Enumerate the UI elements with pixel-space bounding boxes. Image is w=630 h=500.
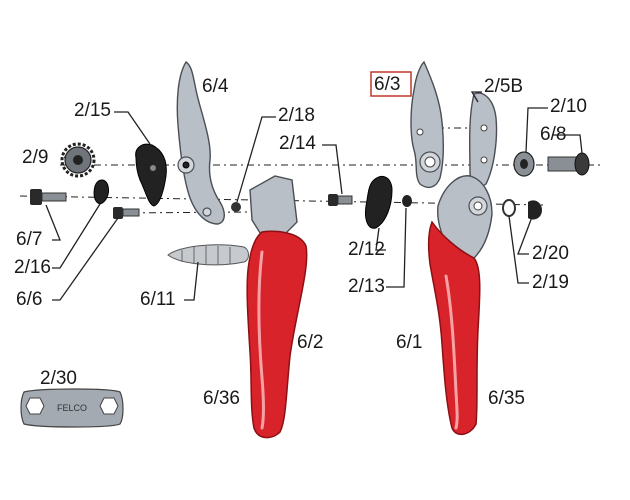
anvil-hole-1 bbox=[480, 124, 488, 132]
plate-hole bbox=[150, 165, 156, 171]
latch-2-16 bbox=[93, 179, 109, 205]
blade-pivot-center-right bbox=[424, 156, 436, 168]
handle-6-2 bbox=[246, 175, 308, 439]
label-6-3: 6/3 bbox=[374, 74, 400, 95]
label-6-1: 6/1 bbox=[396, 332, 422, 353]
label-6-35: 6/35 bbox=[488, 388, 525, 409]
label-2-16: 2/16 bbox=[14, 257, 51, 278]
label-2-15: 2/15 bbox=[74, 100, 111, 121]
plate-2-12 bbox=[365, 175, 393, 229]
bolt-6-7 bbox=[30, 189, 67, 205]
washer-2-19 bbox=[502, 199, 516, 217]
wrench-tool-2-30: FELCO bbox=[20, 388, 124, 428]
anvil-2-5b bbox=[468, 92, 498, 188]
nut-2-20 bbox=[528, 200, 542, 220]
tool-stamp: FELCO bbox=[57, 403, 87, 413]
label-2-12: 2/12 bbox=[348, 239, 385, 260]
blade-hole bbox=[202, 207, 212, 217]
label-6-7: 6/7 bbox=[16, 229, 42, 250]
label-6-2: 6/2 bbox=[297, 332, 323, 353]
highlight-box-6-3 bbox=[370, 71, 412, 97]
anvil-hole-2 bbox=[480, 156, 488, 164]
screw-2-14 bbox=[328, 194, 353, 206]
nut-2-10 bbox=[513, 151, 535, 177]
bolt-6-8 bbox=[547, 152, 590, 176]
washer-2-13 bbox=[402, 195, 412, 207]
label-2-19: 2/19 bbox=[532, 272, 569, 293]
nut-2-18 bbox=[231, 202, 241, 212]
label-2-10: 2/10 bbox=[550, 96, 587, 117]
leader-lines bbox=[45, 91, 583, 301]
blade-hole-right bbox=[416, 128, 424, 136]
label-2-30: 2/30 bbox=[40, 368, 77, 389]
label-6-4: 6/4 bbox=[202, 76, 229, 97]
screw-6-6 bbox=[113, 207, 140, 219]
label-6-8: 6/8 bbox=[540, 124, 566, 145]
handle-pivot-center bbox=[473, 201, 483, 211]
label-2-9: 2/9 bbox=[22, 147, 48, 168]
blade-6-4 bbox=[176, 61, 225, 225]
plate-2-15 bbox=[135, 143, 167, 207]
label-2-13: 2/13 bbox=[348, 276, 385, 297]
label-6-36: 6/36 bbox=[203, 388, 240, 409]
part-labels: 6/4 2/15 2/18 2/9 2/14 6/7 2/16 6/6 6/11… bbox=[14, 74, 587, 409]
label-2-18: 2/18 bbox=[278, 105, 315, 126]
handle-6-1 bbox=[427, 175, 493, 436]
gear-nut-2-9 bbox=[60, 142, 96, 178]
label-2-20: 2/20 bbox=[532, 243, 569, 264]
label-6-11: 6/11 bbox=[140, 289, 176, 310]
label-6-6: 6/6 bbox=[16, 289, 42, 310]
spring-6-11 bbox=[167, 244, 249, 266]
blade-pivot-center bbox=[182, 161, 190, 169]
label-2-14: 2/14 bbox=[279, 133, 316, 154]
label-2-5b: 2/5B bbox=[484, 76, 523, 97]
